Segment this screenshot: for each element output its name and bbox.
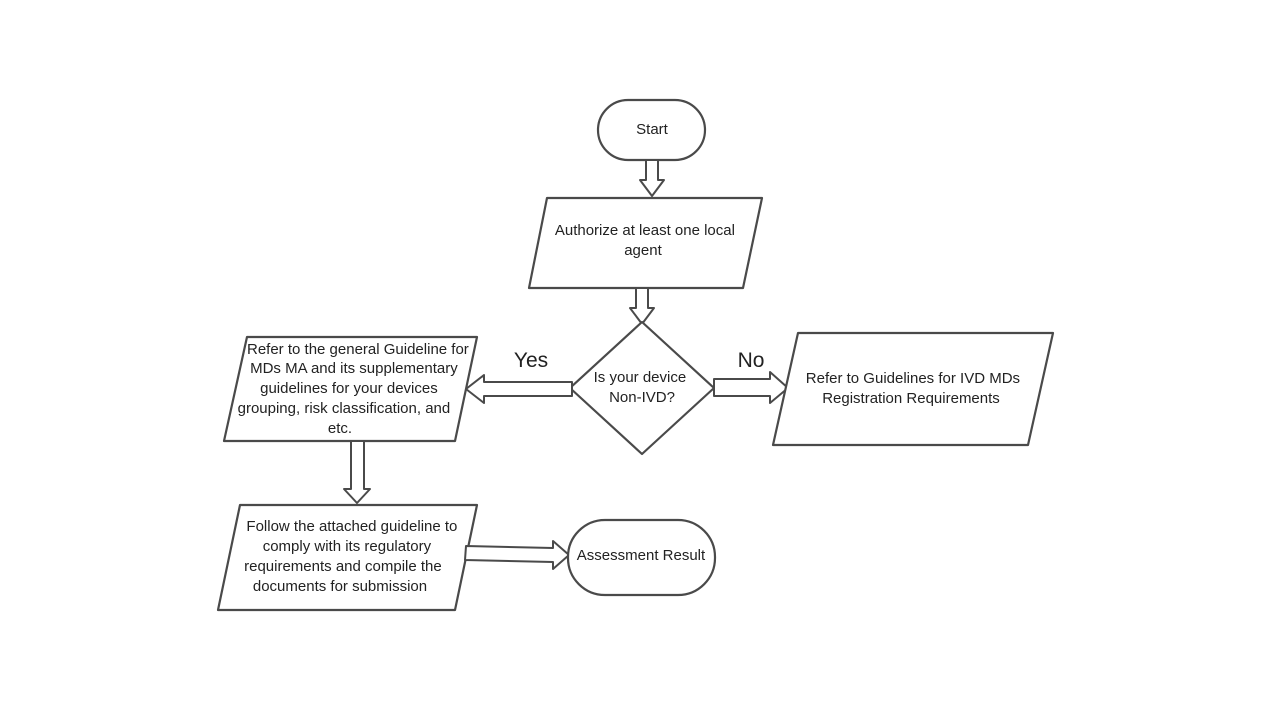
non-ivd-decision-node: Is your device Non-IVD? [568,320,716,456]
arrow-authorize-to-decision [629,287,655,325]
arrow-start-to-authorize [639,159,665,197]
start-label-line: Start [636,121,669,138]
start-node: Start [596,98,707,162]
arrow-yes [465,374,573,404]
general-guideline-node: Refer to the general Guideline for MDs M… [222,335,479,443]
assessment-result-node: Assessment Result [566,518,717,597]
general-guideline-line-5: etc. [328,420,352,437]
decision-line-2: Non-IVD? [609,389,675,406]
decision-line-1: Is your device [594,369,687,386]
authorize-agent-node: Authorize at least one local agent [527,196,764,290]
follow-guideline-node: Follow the attached guideline to comply … [216,503,479,612]
general-guideline-line-1: Refer to the general Guideline for [247,341,469,358]
decision-label: Is your device Non-IVD? [594,369,691,406]
general-guideline-label: Refer to the general Guideline for MDs M… [238,341,473,437]
arrow-general-to-follow [343,440,371,504]
authorize-agent-line-2: agent [624,242,662,259]
arrow-follow-to-result [464,540,570,570]
assessment-result-label: Assessment Result [577,547,706,564]
start-label: Start [636,121,669,138]
general-guideline-line-4: grouping, risk classification, and [238,400,451,417]
authorize-agent-label: Authorize at least one local agent [555,222,739,259]
follow-guideline-label: Follow the attached guideline to comply … [244,518,461,595]
follow-guideline-line-3: requirements and compile the [244,558,442,575]
follow-guideline-line-1: Follow the attached guideline to [246,518,457,535]
ivd-guideline-node: Refer to Guidelines for IVD MDs Registra… [771,331,1055,447]
assessment-result-line: Assessment Result [577,547,706,564]
ivd-guideline-line-2: Registration Requirements [822,390,1000,407]
general-guideline-line-2: MDs MA and its supplementary [250,360,458,377]
no-label: No [738,349,765,372]
authorize-agent-line-1: Authorize at least one local [555,222,735,239]
follow-guideline-line-2: comply with its regulatory [263,538,432,555]
ivd-guideline-line-1: Refer to Guidelines for IVD MDs [806,370,1020,387]
follow-guideline-line-4: documents for submission [253,578,427,595]
yes-label: Yes [514,349,548,372]
general-guideline-line-3: guidelines for your devices [260,380,438,397]
arrow-no [713,371,789,404]
ivd-guideline-label: Refer to Guidelines for IVD MDs Registra… [806,370,1024,407]
